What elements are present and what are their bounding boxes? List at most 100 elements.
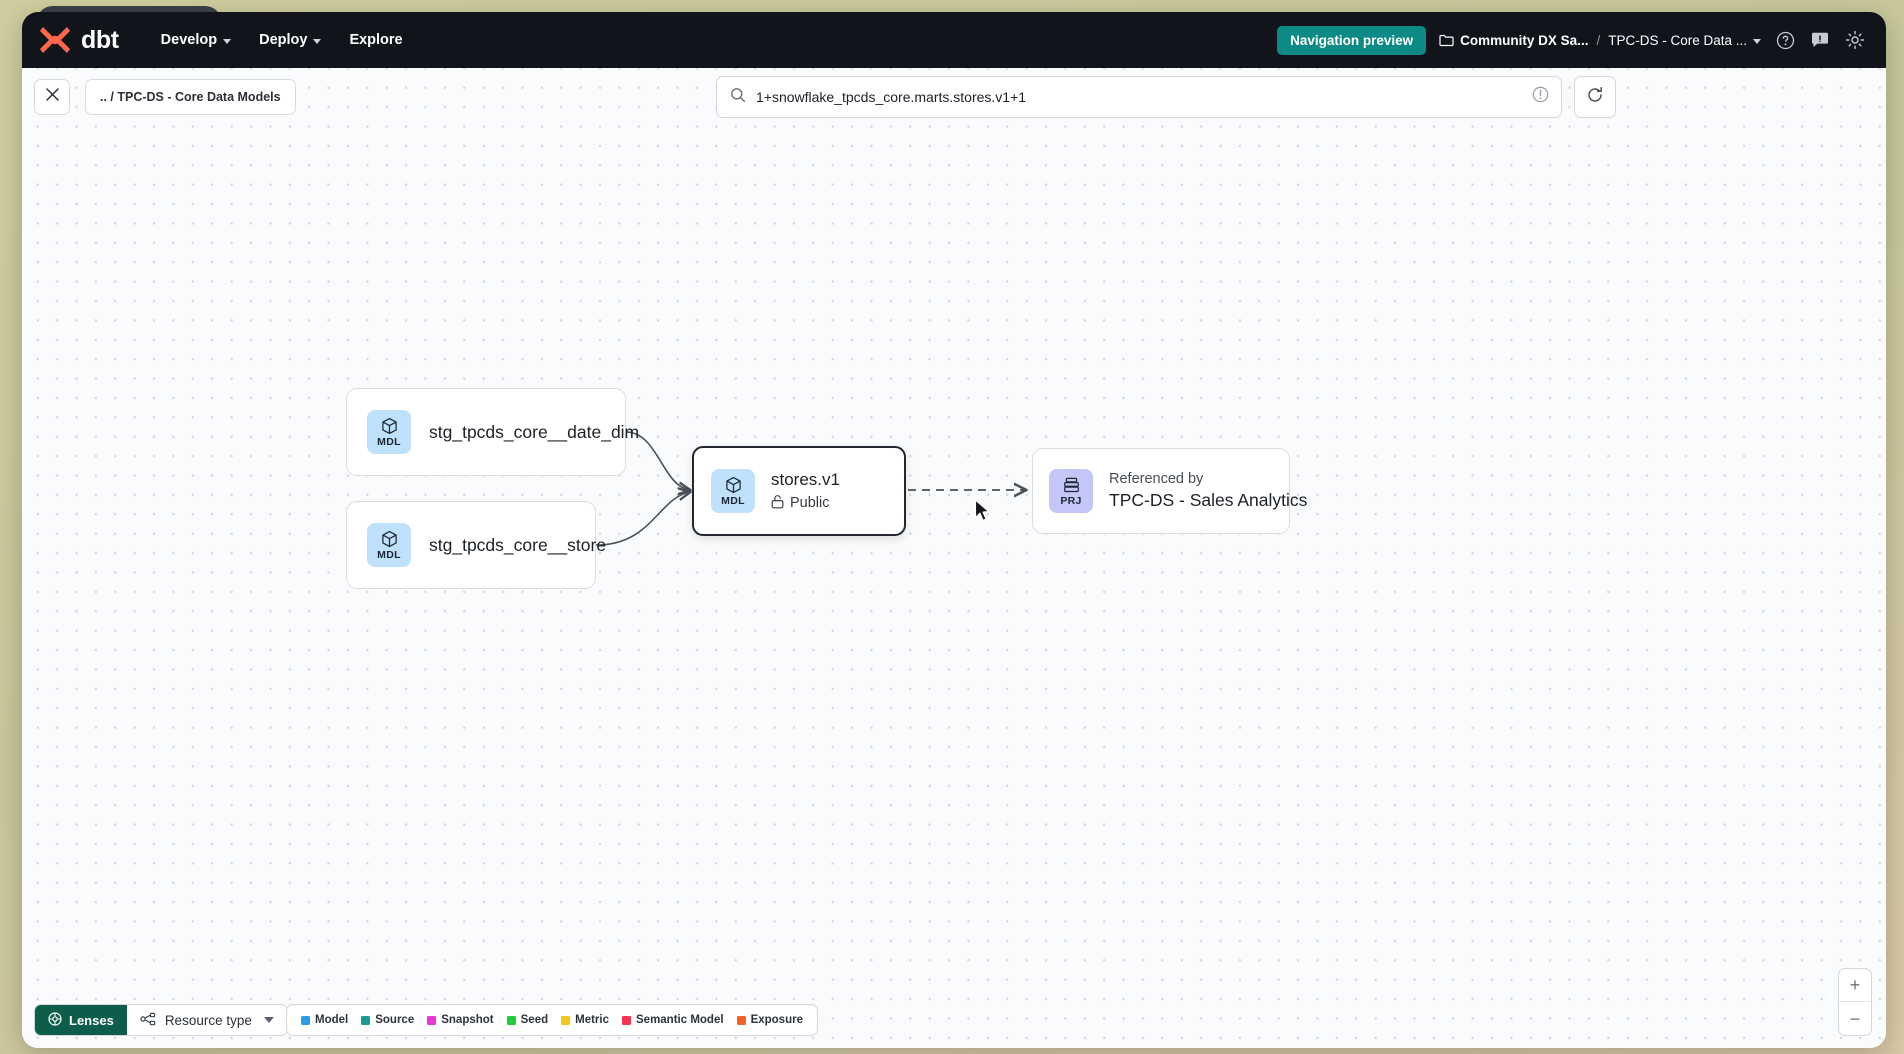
legend-swatch [622,1015,631,1025]
search-input[interactable] [756,89,1522,105]
lineage-node-stg-date-dim[interactable]: MDL stg_tpcds_core__date_dim [346,388,639,476]
node-badge-prj: PRJ [1049,469,1093,513]
node-body: stores.v1 Public [771,470,840,513]
refresh-lineage-button[interactable] [1574,76,1616,118]
node-badge-label: MDL [377,548,401,561]
legend-item: Seed [506,1014,549,1026]
zoom-in-button[interactable]: + [1839,969,1871,1002]
node-badge-mdl: MDL [711,469,755,513]
folder-icon [1439,34,1454,47]
node-access-label: Public [790,495,830,511]
lineage-canvas[interactable]: MDL stg_tpcds_core__date_dim MDL [22,68,1886,1048]
nav-item-explore-label: Explore [349,32,403,48]
node-badge-mdl: MDL [367,523,411,567]
brand-wordmark: dbt [81,25,119,54]
info-circle-icon[interactable] [1532,86,1549,108]
zoom-controls: + − [1838,968,1872,1036]
legend-item: Model [301,1014,348,1026]
edge-date-dim-to-stores [625,431,690,490]
dbt-explore-app-window: dbt Develop Deploy Explore Navigation pr… [22,12,1886,1048]
cube-icon [724,476,743,495]
node-badge-label: PRJ [1060,494,1082,507]
close-lineage-button[interactable] [34,79,70,115]
legend-swatch [736,1015,746,1025]
cube-icon [380,417,399,436]
lineage-node-stg-store[interactable]: MDL stg_tpcds_core__store [346,501,606,589]
feedback-icon[interactable] [1809,29,1831,51]
legend-swatch [506,1015,516,1025]
legend-label: Source [375,1014,415,1026]
lenses-icon [48,1011,62,1029]
nav-item-develop-label: Develop [160,32,218,48]
node-badge-label: MDL [721,494,745,507]
breadcrumb-project-label: TPC-DS - Core Data ... [1608,32,1747,48]
nav-item-deploy-label: Deploy [259,32,308,48]
legend-item: Metric [561,1014,609,1026]
node-title: stg_tpcds_core__date_dim [429,421,640,442]
refresh-icon [1586,86,1604,109]
lineage-node-stores-v1[interactable]: MDL stores.v1 Public [692,446,906,536]
legend-item: Source [361,1014,414,1026]
zoom-out-button[interactable]: − [1849,1008,1861,1029]
legend-swatch [301,1015,310,1025]
node-title: stg_tpcds_core__store [429,534,607,555]
legend-item: Exposure [736,1014,803,1026]
node-badge-label: MDL [377,435,401,448]
node-title: TPC-DS - Sales Analytics [1109,490,1308,510]
dbt-brand[interactable]: dbt [38,25,119,55]
lens-control-group: Lenses Resource type [34,1004,288,1036]
node-access: Public [771,494,840,513]
dbt-logo-icon [38,25,72,55]
lineage-edges [595,431,1886,546]
legend-label: Model [315,1014,349,1026]
navigation-preview-badge[interactable]: Navigation preview [1277,25,1427,55]
nav-item-develop[interactable]: Develop [149,24,243,56]
cube-icon [380,530,399,549]
edge-store-to-stores [595,492,690,546]
node-body: stg_tpcds_core__store [429,535,606,556]
legend-label: Metric [575,1014,609,1026]
layers-icon [1062,476,1081,495]
resource-type-legend: Model Source Snapshot Seed Metric [286,1004,818,1036]
resource-type-filter[interactable]: Resource type [126,1005,287,1035]
node-title: stores.v1 [771,469,840,489]
lenses-button[interactable]: Lenses [35,1005,127,1035]
node-body: Referenced by TPC-DS - Sales Analytics [1109,471,1307,511]
chevron-down-icon [1753,38,1761,44]
nav-item-deploy[interactable]: Deploy [247,24,333,56]
legend-label: Seed [520,1014,549,1026]
top-navbar: dbt Develop Deploy Explore Navigation pr… [22,12,1886,68]
node-badge-mdl: MDL [367,410,411,454]
nav-item-explore[interactable]: Explore [337,24,414,56]
node-body: stg_tpcds_core__date_dim [429,422,639,443]
lineage-breadcrumb-button[interactable]: .. / TPC-DS - Core Data Models [85,79,296,115]
legend-label: Exposure [750,1014,803,1026]
legend-swatch [427,1015,437,1025]
legend-item: Semantic Model [622,1014,724,1026]
breadcrumb-account[interactable]: Community DX Sa... [1439,33,1588,48]
chevron-down-icon [223,38,232,44]
lineage-search-field[interactable] [716,76,1562,118]
legend-swatch [361,1015,371,1025]
lineage-node-referenced-by-project[interactable]: PRJ Referenced by TPC-DS - Sales Analyti… [1032,448,1307,534]
legend-label: Semantic Model [636,1014,724,1026]
close-icon [45,87,60,107]
lineage-toolbar: .. / TPC-DS - Core Data Models [22,68,1886,130]
chevron-down-icon [313,38,322,44]
node-kicker: Referenced by [1109,471,1204,487]
legend-item: Snapshot [427,1014,494,1026]
legend-label: Snapshot [441,1014,494,1026]
help-circle-icon[interactable] [1774,29,1796,51]
unlock-icon [771,494,784,513]
nodes-icon [140,1012,156,1029]
resource-type-label: Resource type [164,1012,252,1028]
breadcrumb: Community DX Sa... / TPC-DS - Core Data … [1439,33,1761,48]
gear-icon[interactable] [1844,29,1866,51]
lenses-button-label: Lenses [69,1012,114,1028]
breadcrumb-account-label: Community DX Sa... [1460,32,1589,48]
legend-swatch [561,1015,571,1025]
breadcrumb-separator: / [1596,32,1601,48]
breadcrumb-project[interactable]: TPC-DS - Core Data ... [1608,33,1761,48]
primary-nav: Develop Deploy Explore [149,24,415,56]
